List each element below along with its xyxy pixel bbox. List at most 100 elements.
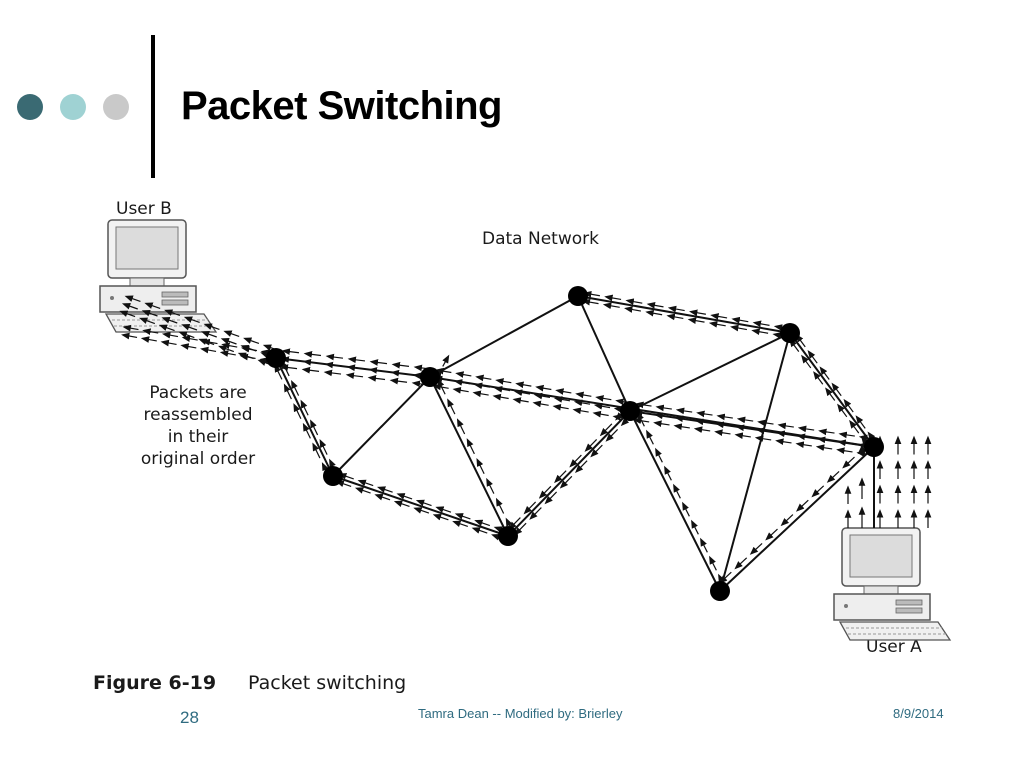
packet-arrow xyxy=(221,342,238,350)
packet-arrow xyxy=(121,332,138,340)
packet-arrow xyxy=(837,439,854,447)
network-node xyxy=(420,367,440,387)
packet-arrow xyxy=(795,499,809,512)
packet-arrow xyxy=(302,422,311,439)
packet-arrow xyxy=(667,305,685,313)
network-nodes xyxy=(266,286,884,601)
packet-arrow xyxy=(495,497,505,514)
packet-arrow xyxy=(472,390,489,398)
packet-arrow xyxy=(544,491,558,505)
packet-arrow xyxy=(415,499,432,507)
packet-arrow xyxy=(592,410,609,418)
packet-arrow xyxy=(319,439,328,455)
packet-arrow xyxy=(849,419,860,434)
packet-arrow xyxy=(452,387,469,394)
packet-arrow xyxy=(447,398,456,415)
reassembly-label-line3: in their xyxy=(168,427,229,447)
packet-arrow xyxy=(368,367,387,374)
packet-arrow xyxy=(239,353,256,361)
packet-arrow xyxy=(691,519,699,535)
packet-arrow xyxy=(515,381,532,389)
packet-arrow xyxy=(181,335,198,343)
packet-arrow xyxy=(454,513,471,520)
network-node xyxy=(620,401,640,421)
packet-arrow xyxy=(492,393,509,401)
packet-arrow xyxy=(367,375,386,382)
packet-arrow xyxy=(181,324,198,331)
packet-arrow xyxy=(624,306,642,313)
packet-arrow xyxy=(709,555,717,571)
packet-arrow xyxy=(219,350,236,357)
packet-arrow xyxy=(390,369,409,377)
packet-arrow xyxy=(554,470,567,484)
packet-arrow xyxy=(201,338,218,346)
packet-arrow xyxy=(357,479,374,487)
packet-arrow xyxy=(815,444,833,452)
packet-arrow xyxy=(555,388,572,395)
packet-arrow xyxy=(674,415,692,423)
packet-arrow xyxy=(632,417,650,425)
packet-arrow xyxy=(452,520,469,528)
packet-arrow xyxy=(240,345,258,353)
packet-arrow xyxy=(584,439,598,452)
network-label: Data Network xyxy=(482,229,599,249)
theme-dot-teal xyxy=(60,94,86,120)
packet-arrow xyxy=(435,506,452,513)
packet-arrow xyxy=(538,485,552,499)
packet-arrow xyxy=(757,419,774,427)
packet-arrow xyxy=(475,374,492,382)
user-a-label: User A xyxy=(866,637,922,657)
packet-arrow xyxy=(347,356,366,364)
packet-arrow xyxy=(345,372,364,380)
packet-arrow xyxy=(780,514,794,527)
packet-arrow xyxy=(280,356,299,363)
packet-arrow xyxy=(474,519,491,527)
packet-arrow xyxy=(302,358,321,366)
packet-arrow xyxy=(572,407,589,415)
packet-arrow xyxy=(708,321,726,328)
packet-arrow xyxy=(323,369,342,377)
packet-arrow xyxy=(710,313,728,320)
packet-arrow xyxy=(220,338,237,345)
figure-caption-text: Packet switching xyxy=(248,672,406,694)
packet-arrow xyxy=(715,421,732,429)
packet-arrow xyxy=(795,333,806,348)
packet-arrow xyxy=(775,438,792,446)
footer-author: Tamra Dean -- Modified by: Brierley xyxy=(418,706,623,721)
footer-date: 8/9/2014 xyxy=(893,706,944,721)
network-node xyxy=(780,323,800,343)
packet-arrow xyxy=(581,298,599,306)
packet-arrow xyxy=(552,404,569,411)
packet-arrow xyxy=(599,423,613,437)
packet-arrow xyxy=(369,359,388,366)
packet-arrow xyxy=(396,493,413,500)
packet-arrow xyxy=(178,331,195,339)
packet-arrow xyxy=(200,346,217,354)
packet-arrow xyxy=(532,400,549,408)
packet-arrow xyxy=(553,396,571,403)
packet-arrow xyxy=(734,557,748,570)
packet-arrow xyxy=(160,339,177,347)
packet-arrow xyxy=(300,399,309,416)
packet-arrow xyxy=(749,542,763,555)
packet-arrow xyxy=(374,493,391,501)
packet-arrow xyxy=(583,290,600,298)
packet-arrow xyxy=(696,410,713,418)
packet-arrow xyxy=(777,422,794,430)
packet-arrow xyxy=(637,411,645,427)
packet-arrow xyxy=(508,517,521,530)
packet-arrow xyxy=(281,360,290,377)
packet-flow-arrows xyxy=(119,290,932,589)
packet-arrow xyxy=(393,500,410,508)
packet-arrow xyxy=(843,398,854,413)
packet-arrow xyxy=(646,429,654,445)
packet-arrow xyxy=(453,379,471,386)
packet-arrow xyxy=(442,354,450,367)
packet-arrow xyxy=(432,513,449,521)
packet-arrow xyxy=(752,320,770,328)
packet-arrow xyxy=(471,527,488,534)
packet-arrow xyxy=(291,380,300,396)
packet-arrow xyxy=(673,423,690,431)
packet-arrow xyxy=(514,522,527,536)
network-node xyxy=(323,466,343,486)
